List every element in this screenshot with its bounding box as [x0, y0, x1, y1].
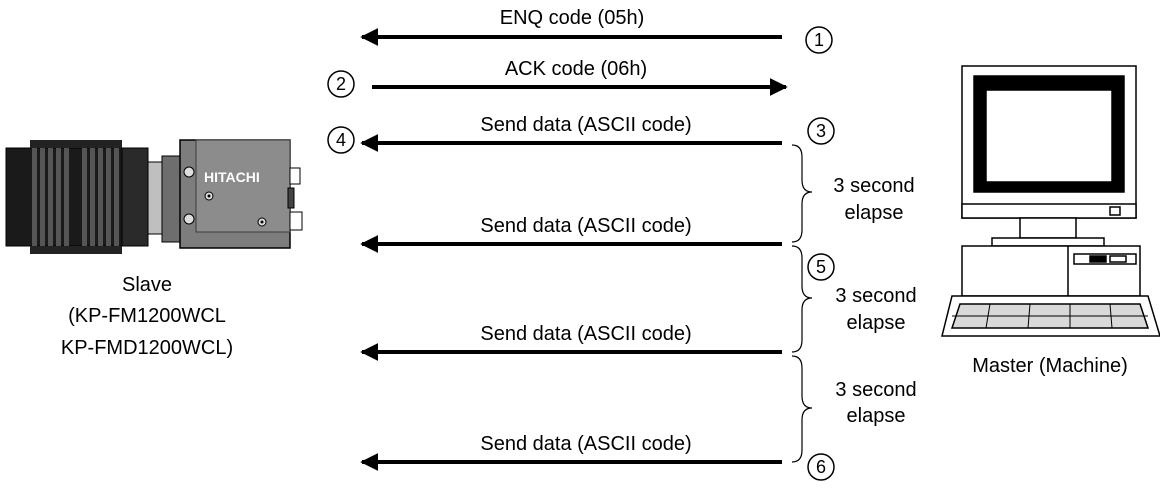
step-2-number: 2: [336, 74, 346, 94]
send-label-3: Send data (ASCII code): [480, 323, 691, 345]
step-2-circle: [327, 70, 355, 98]
interval-brace-1: [791, 144, 813, 243]
camera-icon: [5, 139, 303, 254]
step-5-circle: [807, 253, 835, 281]
step-1-number: 1: [814, 30, 824, 50]
send-label-1: Send data (ASCII code): [480, 114, 691, 136]
interval-brace-2: [791, 245, 813, 353]
step-5-number: 5: [816, 257, 826, 277]
step-6-circle: [807, 453, 835, 481]
step-3-number: 3: [816, 121, 826, 141]
interval-2-line2: elapse: [847, 312, 906, 334]
step-1-circle: [805, 26, 833, 54]
interval-3-line1: 3 second: [835, 379, 916, 401]
send-label-4: Send data (ASCII code): [480, 433, 691, 455]
camera-brand-label: HITACHI: [204, 169, 260, 185]
interval-3-line2: elapse: [847, 405, 906, 427]
interval-brace-3: [791, 355, 813, 463]
computer-icon: [941, 65, 1160, 337]
step-4-number: 4: [336, 130, 346, 150]
step-4-circle: [327, 126, 355, 154]
step-3-circle: [807, 117, 835, 145]
interval-1-line1: 3 second: [833, 175, 914, 197]
slave-label-line2: (KP-FM1200WCL: [68, 305, 226, 327]
ack-label: ACK code (06h): [505, 58, 647, 80]
slave-label-line3: KP-FMD1200WCL): [61, 337, 233, 359]
interval-1-line2: elapse: [845, 202, 904, 224]
master-label: Master (Machine): [972, 355, 1128, 377]
send-label-2: Send data (ASCII code): [480, 215, 691, 237]
enq-label: ENQ code (05h): [500, 7, 645, 29]
slave-label-line1: Slave: [122, 274, 172, 296]
step-6-number: 6: [816, 457, 826, 477]
interval-2-line1: 3 second: [835, 285, 916, 307]
